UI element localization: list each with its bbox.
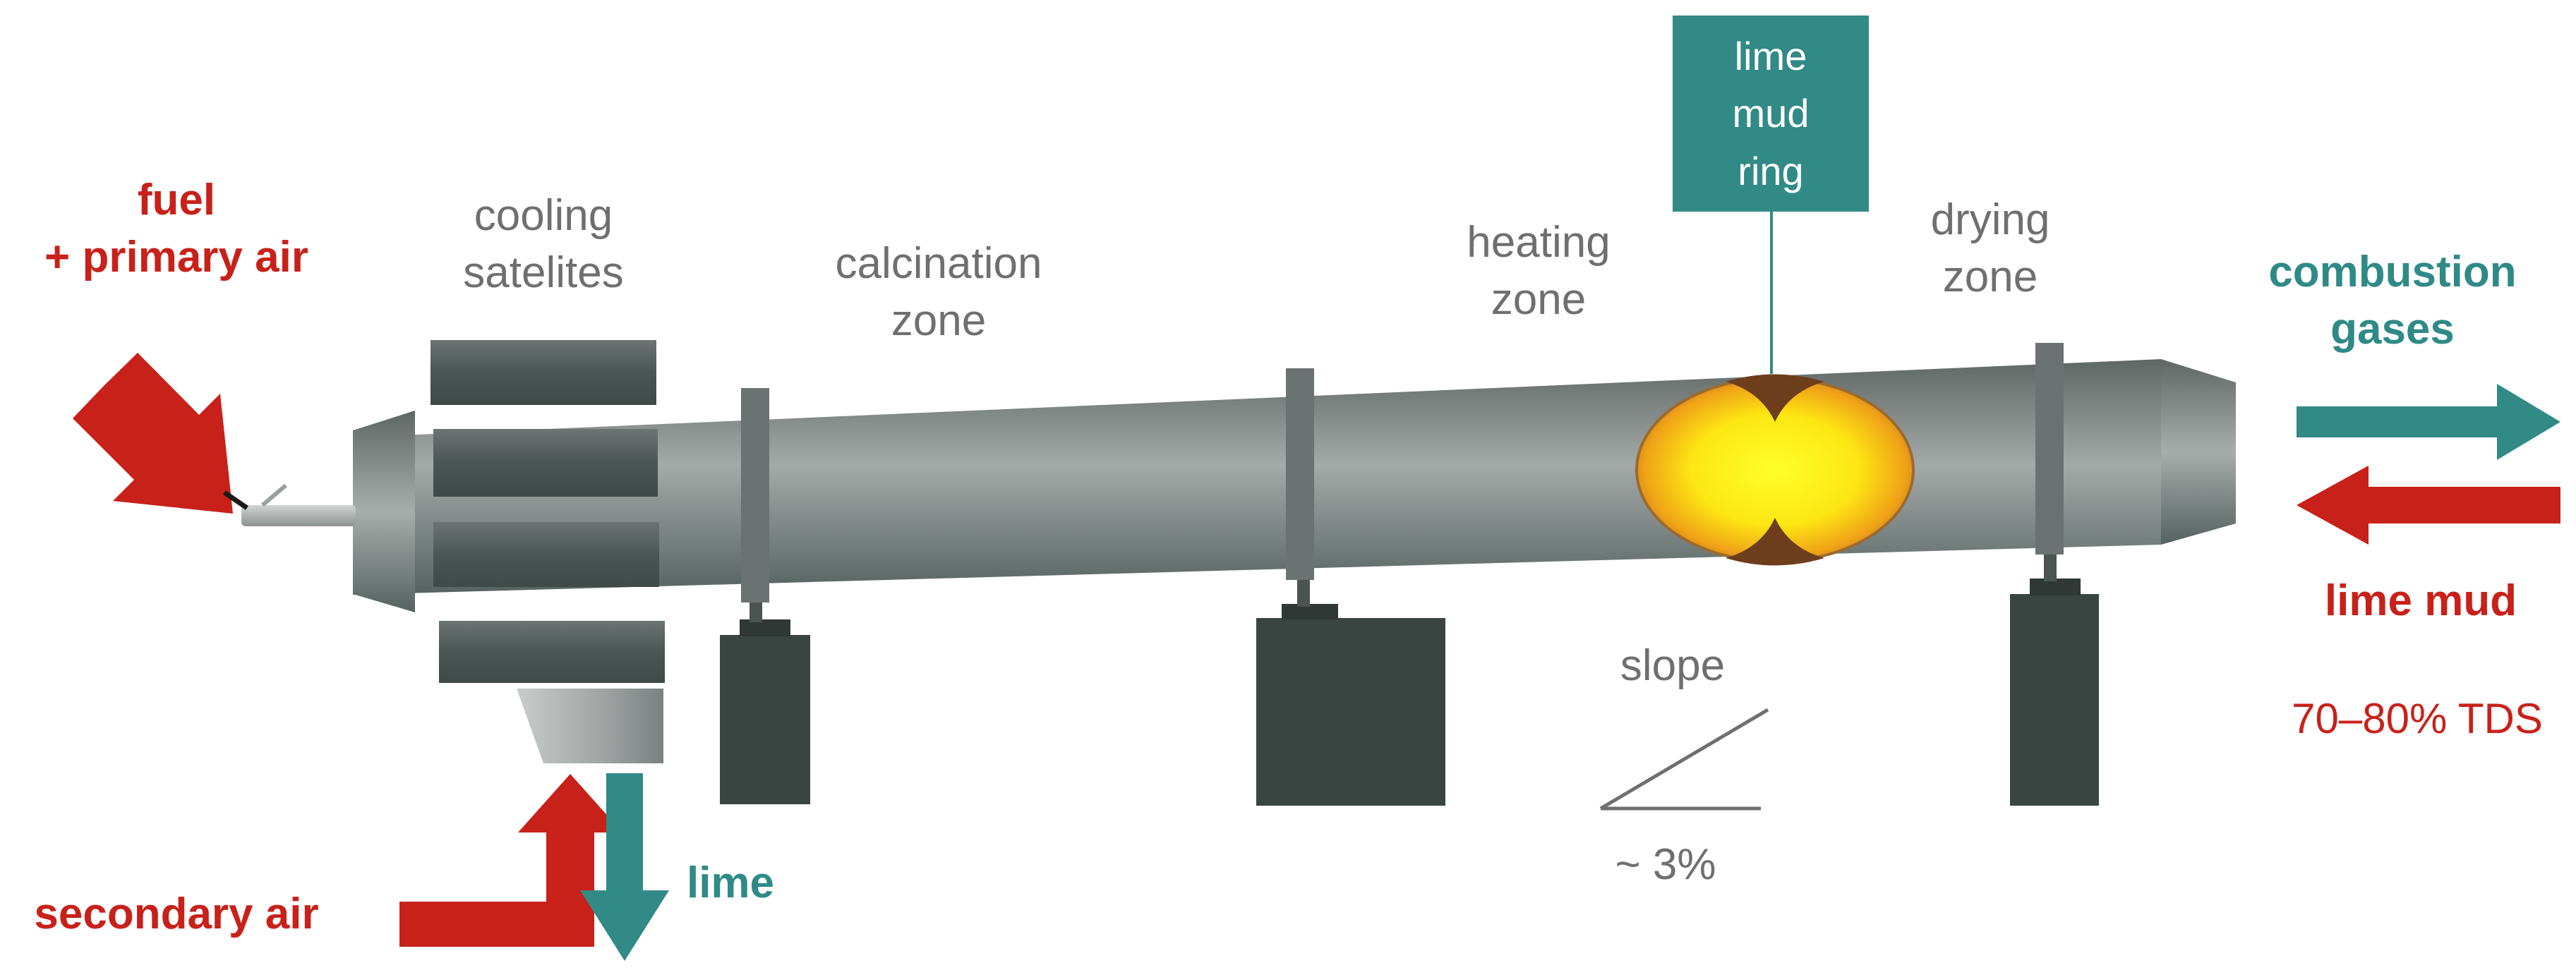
lime-mud-label: lime mud	[2324, 576, 2517, 625]
lime-mud-ring-top	[1726, 374, 1824, 422]
primary-air-label-line: + primary air	[44, 232, 308, 281]
fuel-pipe	[241, 505, 356, 526]
slope-hypotenuse	[1599, 708, 1769, 811]
cooling-satellite-3	[433, 522, 659, 587]
kiln-feed-end	[2161, 359, 2236, 545]
drying-zone-label: drying zone	[1891, 192, 2089, 305]
kiln-discharge-end	[353, 411, 415, 612]
satellites-label-line: satelites	[463, 248, 624, 297]
riding-ring-1	[741, 388, 769, 602]
cooling-satellite-2	[433, 429, 658, 497]
ring-label-line-1: lime	[1734, 34, 1807, 79]
lime-label: lime	[686, 859, 775, 907]
heating-label-line: heating	[1467, 218, 1611, 267]
fuel-label-line: fuel	[137, 176, 216, 224]
tds-label: 70–80% TDS	[2292, 695, 2543, 742]
slope-label: slope	[1620, 641, 1726, 690]
lime-discharge-hood	[517, 689, 663, 763]
support-pier-1	[720, 635, 810, 804]
gases-label-line: gases	[2330, 304, 2455, 353]
calcination-label-line: calcination	[835, 239, 1042, 288]
combustion-gases-arrow-icon	[2297, 384, 2560, 460]
lime-mud-ring-box: lime mud ring	[1673, 16, 1869, 212]
calcination-zone-line: zone	[891, 296, 987, 345]
riding-ring-2	[1286, 368, 1314, 580]
cooling-satellite-1	[431, 340, 656, 405]
support-cap-1	[740, 619, 790, 636]
fuel-label: fuel + primary air	[0, 172, 353, 286]
support-pier-2	[1256, 618, 1445, 806]
drying-zone-line: zone	[1942, 252, 2038, 301]
lime-arrow-icon	[580, 773, 669, 961]
support-pier-3	[2010, 594, 2099, 806]
combustion-label-line: combustion	[2268, 248, 2517, 296]
riding-ring-3	[2035, 343, 2064, 555]
support-cap-2	[1282, 604, 1338, 619]
combustion-gases-label: combustion gases	[2244, 244, 2541, 358]
ring-label-line-3: ring	[1738, 148, 1804, 193]
heating-zone-label: heating zone	[1433, 214, 1644, 328]
fuel-arrow-icon	[73, 353, 233, 514]
cooling-satellite-4	[439, 621, 665, 683]
calcination-zone-label: calcination zone	[790, 236, 1087, 349]
ring-label-line-2: mud	[1732, 91, 1810, 136]
lime-mud-arrow-icon	[2297, 466, 2560, 545]
cooling-satellites-label: cooling satelites	[416, 188, 670, 301]
cooling-label-line: cooling	[474, 191, 613, 240]
lime-mud-ring-bottom	[1726, 518, 1824, 566]
secondary-air-label: secondary air	[34, 890, 319, 938]
heating-zone-line: zone	[1491, 274, 1587, 324]
slope-value-label: ~ 3%	[1615, 840, 1716, 889]
drying-label-line: drying	[1930, 195, 2050, 244]
secondary-air-arrow-icon	[399, 774, 622, 947]
